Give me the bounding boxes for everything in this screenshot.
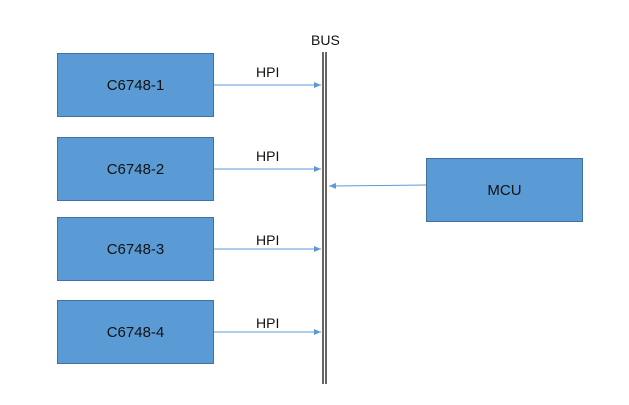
mcu-block-label: MCU bbox=[487, 181, 522, 199]
mcu-block: MCU bbox=[426, 158, 583, 222]
hpi-label-3: HPI bbox=[256, 232, 280, 248]
dsp-block-3: C6748-3 bbox=[57, 217, 214, 281]
dsp-block-label: C6748-3 bbox=[106, 240, 165, 258]
dsp-block-1: C6748-1 bbox=[57, 53, 214, 117]
dsp-block-4: C6748-4 bbox=[57, 300, 214, 364]
hpi-label-4: HPI bbox=[256, 315, 280, 331]
dsp-block-label: C6748-1 bbox=[106, 76, 165, 94]
hpi-label-2: HPI bbox=[256, 148, 280, 164]
dsp-block-label: C6748-2 bbox=[106, 160, 165, 178]
hpi-label-1: HPI bbox=[256, 64, 280, 80]
bus-label: BUS bbox=[311, 32, 340, 48]
mcu-arrow bbox=[328, 182, 427, 189]
dsp-block-label: C6748-4 bbox=[106, 323, 165, 341]
dsp-block-2: C6748-2 bbox=[57, 137, 214, 201]
